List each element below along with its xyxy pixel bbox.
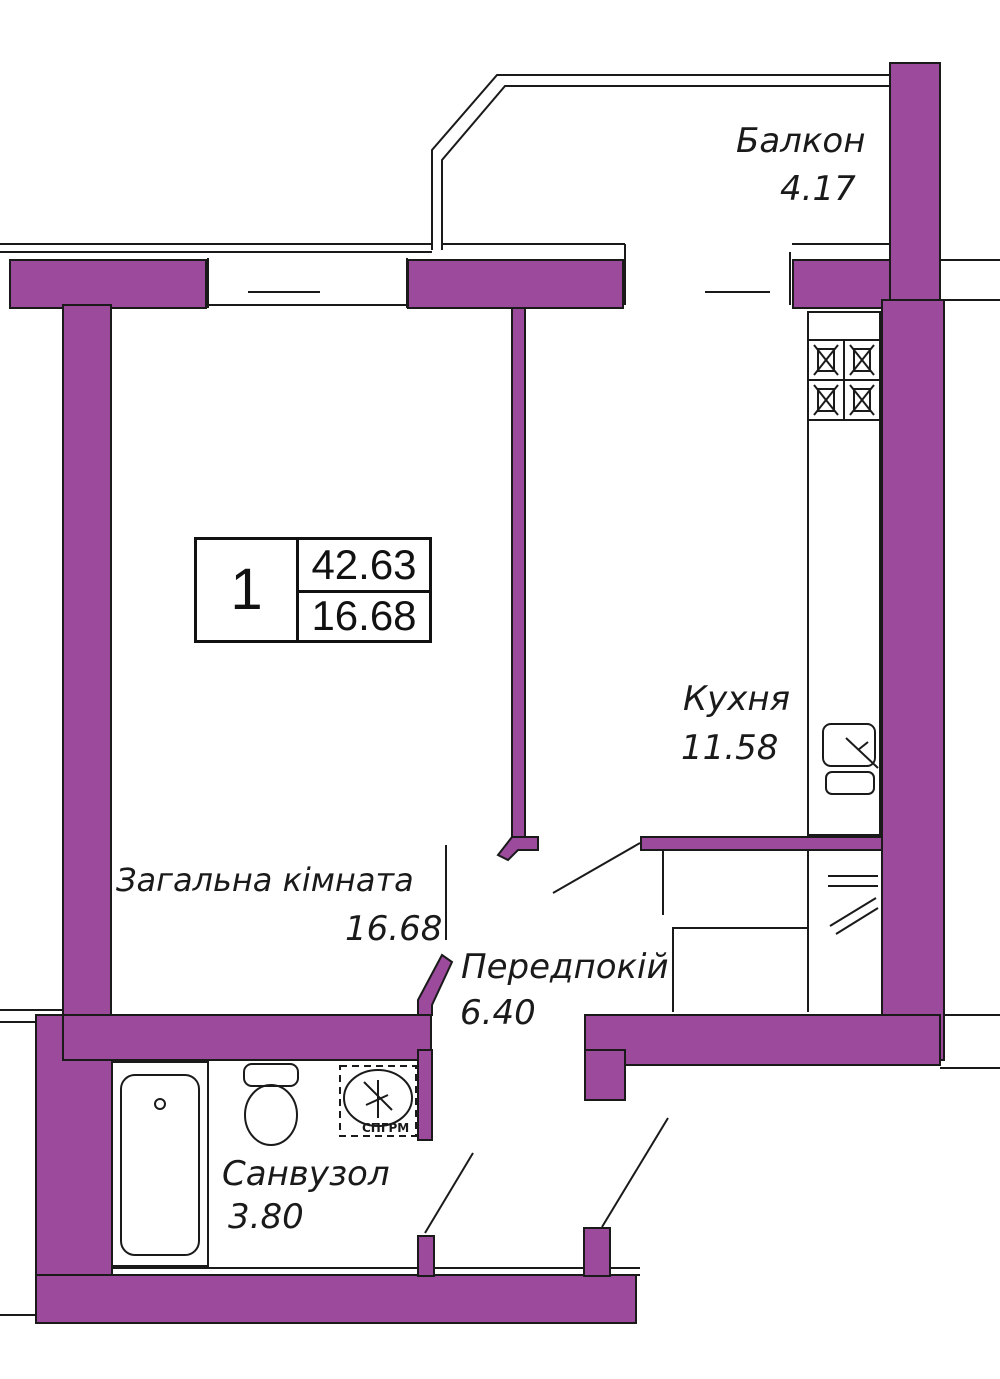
wall-hall-right (584, 1014, 941, 1066)
wall-hall-stub (584, 1049, 626, 1101)
wall-partition-vertical (511, 307, 526, 844)
kitchen-name: Кухня (683, 679, 791, 719)
kitchen-area: 11.58 (681, 728, 779, 768)
wall-left-lower (35, 1014, 113, 1316)
kitchen-sink-icon (822, 723, 879, 795)
wall-top-middle (407, 259, 624, 309)
walls (9, 62, 945, 1324)
apartment-summary-stamp: 1 42.63 16.68 (194, 537, 432, 643)
bathtub-icon (111, 1061, 209, 1267)
balcony-area: 4.17 (780, 169, 856, 209)
hall-area: 6.40 (460, 993, 536, 1033)
toilet-icon (243, 1063, 299, 1146)
wall-kitchen-partition (640, 836, 883, 851)
hob-icon (807, 339, 881, 421)
wall-right (881, 299, 945, 1061)
bathroom-area: 3.80 (228, 1197, 304, 1237)
living-area: 16.68 (311, 592, 417, 639)
wall-door-stub (417, 953, 454, 1016)
kitchen-counter (807, 311, 881, 836)
room-count: 1 (197, 540, 299, 640)
living-room-name: Загальна кімната (116, 861, 414, 899)
living-room-area: 16.68 (345, 909, 443, 949)
wall-bottom (35, 1274, 637, 1324)
balcony-name: Балкон (736, 121, 866, 161)
balcony-outline (431, 74, 890, 250)
bathroom-sink-icon (343, 1069, 413, 1127)
hall-name: Передпокій (461, 947, 669, 987)
wall-partition-foot (496, 836, 539, 862)
wall-pier-2 (583, 1227, 611, 1277)
bathroom-sink-label: СПГРМ (362, 1121, 410, 1135)
wall-mid-horizontal (62, 1014, 432, 1061)
total-area: 42.63 (299, 540, 429, 593)
wall-top-left (9, 259, 207, 309)
wall-top-right (792, 259, 894, 309)
wall-pier-1 (417, 1235, 435, 1277)
wall-bath-partition (417, 1049, 433, 1141)
bathroom-name: Санвузол (222, 1154, 390, 1194)
wall-right-upper (889, 62, 941, 314)
